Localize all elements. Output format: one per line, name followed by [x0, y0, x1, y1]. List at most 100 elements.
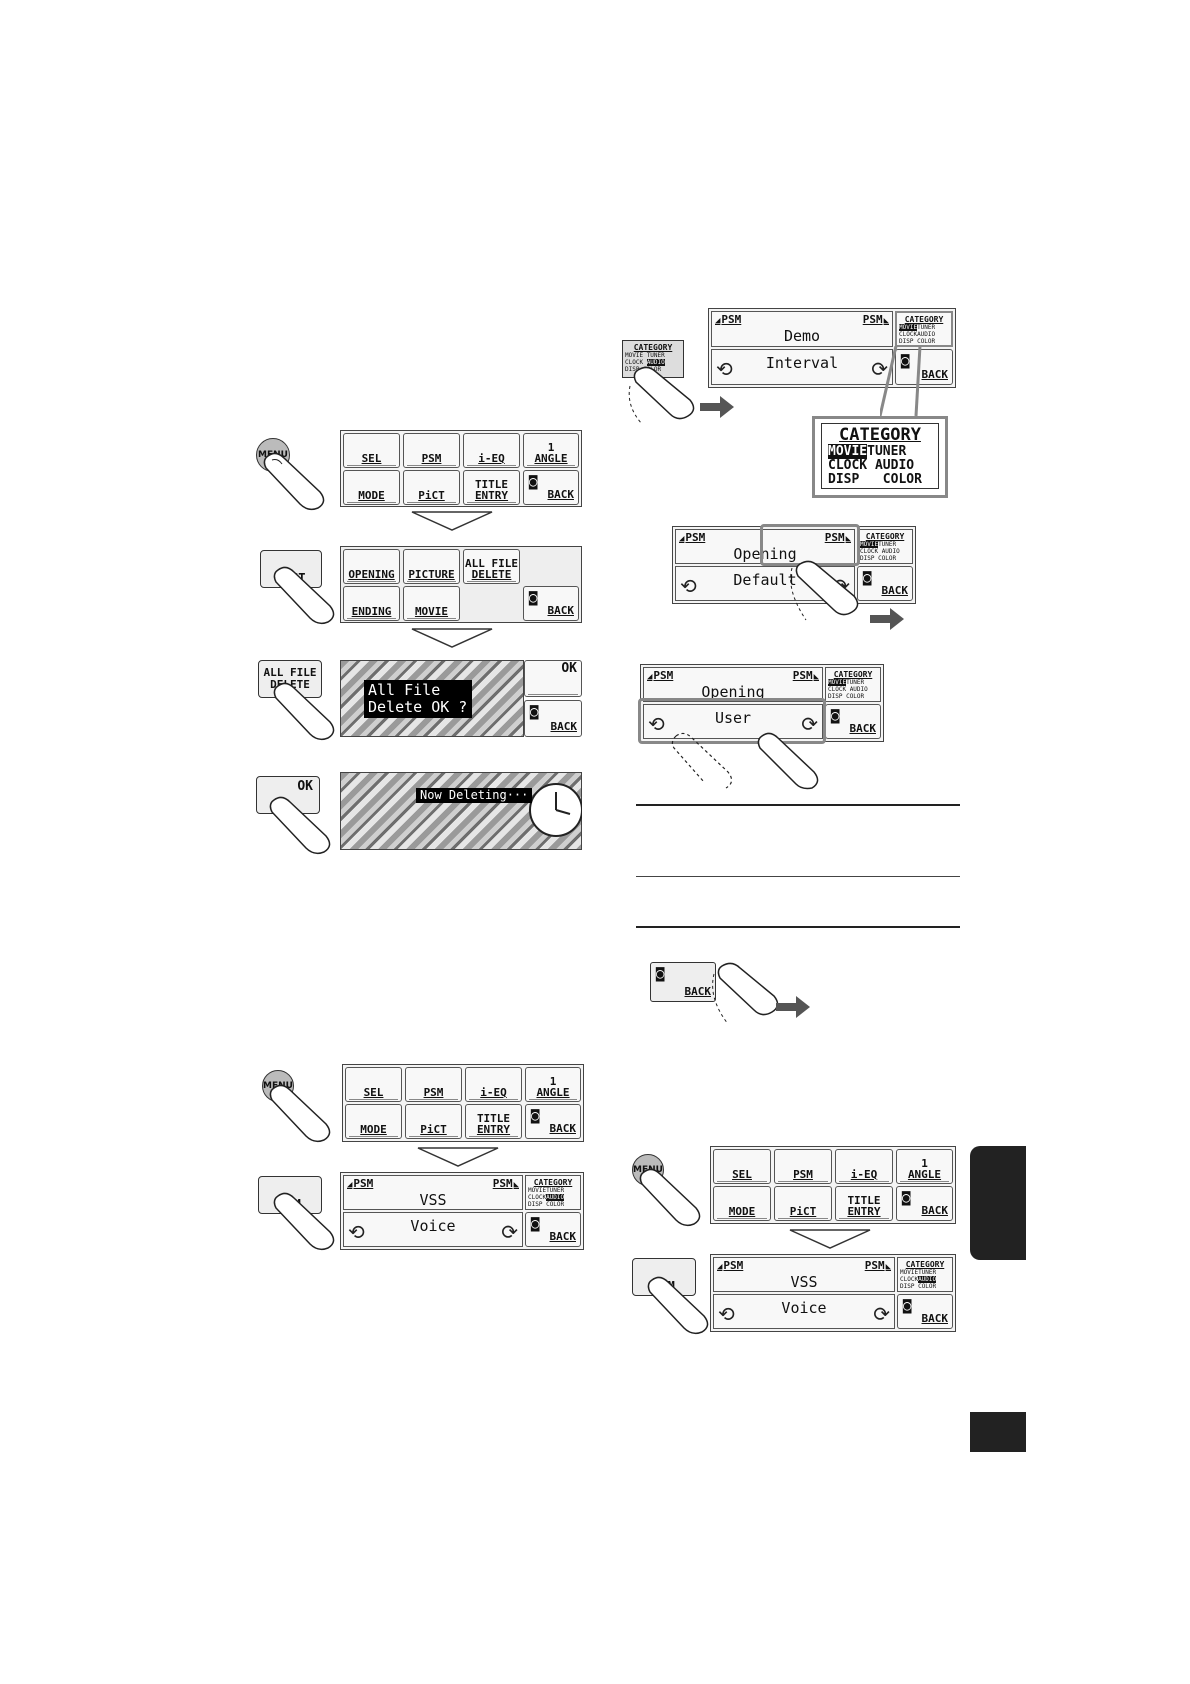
psm-button[interactable]: PSM	[403, 433, 460, 468]
back-button[interactable]: ◙BACK	[524, 700, 582, 737]
ieq-button[interactable]: i-EQ	[465, 1067, 522, 1102]
back-button[interactable]: ◙BACK	[525, 1212, 581, 1247]
rotate-right-icon: ⟳	[501, 1222, 518, 1244]
divider	[636, 926, 960, 928]
movie-button[interactable]: MOVIE	[403, 586, 460, 621]
psm-panel: PSM PSM VSS ⟲ ⟳ Voice CATEGORY MOVIETUNE…	[340, 1172, 584, 1250]
knob-icon: ◙	[901, 353, 910, 369]
category-callout: CATEGORY MOVIETUNER CLOCK AUDIO DISP COL…	[812, 416, 948, 498]
finger-icon	[273, 682, 335, 741]
category-button[interactable]: CATEGORY MOVIETUNER CLOCKAUDIO DISP COLO…	[895, 311, 953, 347]
down-arrow-icon	[411, 628, 493, 648]
sel-button[interactable]: SEL	[345, 1067, 402, 1102]
pict-button[interactable]: PiCT	[405, 1104, 462, 1139]
knob-icon: ◙	[863, 570, 872, 586]
back-button[interactable]: ◙BACK	[825, 704, 881, 739]
ieq-button[interactable]: i-EQ	[463, 433, 520, 468]
ok-button[interactable]: OK	[524, 660, 582, 697]
psm-value-row[interactable]: ⟲ ⟳ Interval	[711, 349, 893, 385]
back-button[interactable]: ◙BACK	[895, 349, 953, 385]
rotate-left-icon: ⟲	[680, 576, 697, 598]
back-button[interactable]: ◙BACK	[523, 470, 579, 505]
down-arrow-icon	[789, 1229, 871, 1249]
right-arrow-icon	[776, 996, 810, 1018]
sel-button[interactable]: SEL	[713, 1149, 771, 1184]
down-arrow-icon	[417, 1147, 499, 1167]
back-button[interactable]: ◙BACK	[857, 566, 913, 601]
rotate-right-icon: ⟳	[871, 359, 888, 381]
knob-icon: ◙	[531, 1108, 540, 1124]
ending-button[interactable]: ENDING	[343, 586, 400, 621]
knob-icon: ◙	[903, 1298, 912, 1314]
finger-icon	[647, 1276, 709, 1335]
category-button[interactable]: CATEGORY MOVIETUNER CLOCKAUDIO DISP COLO…	[525, 1175, 581, 1210]
user-panel: PSM PSM Opening ⟲ ⟳ User CATEGORY MOVIET…	[640, 664, 884, 742]
finger-icon	[628, 366, 695, 425]
psm-value-row[interactable]: ⟲ ⟳ Voice	[713, 1294, 895, 1329]
knob-icon: ◙	[529, 474, 538, 490]
psm-item-row[interactable]: PSM PSM VSS	[343, 1175, 523, 1210]
right-arrow-icon	[700, 396, 734, 418]
rotate-left-icon: ⟲	[348, 1222, 365, 1244]
finger-icon	[671, 732, 733, 789]
finger-icon	[712, 962, 779, 1025]
back-button[interactable]: ◙BACK	[523, 586, 579, 621]
back-button[interactable]: ◙BACK	[897, 1294, 953, 1329]
picture-button[interactable]: PICTURE	[403, 549, 460, 584]
right-arrow-icon	[870, 608, 904, 630]
ieq-button[interactable]: i-EQ	[835, 1149, 893, 1184]
mode-button[interactable]: MODE	[343, 470, 400, 505]
mode-button[interactable]: MODE	[345, 1104, 402, 1139]
psm-panel: PSM PSM VSS ⟲ ⟳ Voice CATEGORY MOVIETUNE…	[710, 1254, 956, 1332]
down-arrow-icon	[411, 511, 493, 531]
psm-button[interactable]: PSM	[405, 1067, 462, 1102]
rotate-right-icon: ⟳	[873, 1304, 890, 1326]
category-button[interactable]: CATEGORY MOVIETUNER CLOCK AUDIO DISP COL…	[825, 667, 881, 702]
finger-icon	[790, 560, 859, 621]
category-button[interactable]: CATEGORY MOVIETUNER CLOCKAUDIO DISP COLO…	[897, 1257, 953, 1292]
finger-icon	[757, 732, 819, 790]
page-number-box	[970, 1412, 1026, 1452]
knob-icon: ◙	[831, 708, 840, 724]
rotate-right-icon: ⟳	[801, 714, 818, 736]
psm-value-row[interactable]: ⟲ ⟳ User	[643, 704, 823, 739]
psm-button[interactable]: PSM	[774, 1149, 832, 1184]
demo-panel: PSM PSM Demo ⟲ ⟳ Interval CATEGORY MOVIE…	[708, 308, 956, 388]
rotate-left-icon: ⟲	[716, 359, 733, 381]
psm-item-row[interactable]: PSM PSM VSS	[713, 1257, 895, 1292]
mode-button[interactable]: MODE	[713, 1186, 771, 1221]
pict-button[interactable]: PiCT	[774, 1186, 832, 1221]
rotate-left-icon: ⟲	[648, 714, 665, 736]
back-button[interactable]: ◙BACK	[525, 1104, 581, 1139]
section-tab	[970, 1146, 1026, 1260]
knob-icon: ◙	[531, 1216, 540, 1232]
finger-icon	[263, 452, 325, 511]
finger-icon	[639, 1168, 701, 1227]
category-button[interactable]: CATEGORY MOVIETUNER CLOCK AUDIO DISP COL…	[857, 529, 913, 564]
psm-item-row[interactable]: PSM PSM Demo	[711, 311, 893, 347]
divider	[636, 876, 960, 877]
psm-value-row[interactable]: ⟲ ⟳ Voice	[343, 1212, 523, 1247]
back-key[interactable]: ◙BACK	[650, 962, 716, 1002]
sel-button[interactable]: SEL	[343, 433, 400, 468]
knob-icon: ◙	[530, 704, 539, 720]
opening-button[interactable]: OPENING	[343, 549, 400, 584]
deleting-message: Now Deleting···	[416, 788, 533, 803]
pict-button[interactable]: PiCT	[403, 470, 460, 505]
psm-item-row[interactable]: PSM PSM Opening	[643, 667, 823, 702]
rotate-left-icon: ⟲	[718, 1304, 735, 1326]
divider	[636, 804, 960, 806]
back-button[interactable]: ◙BACK	[896, 1186, 953, 1221]
